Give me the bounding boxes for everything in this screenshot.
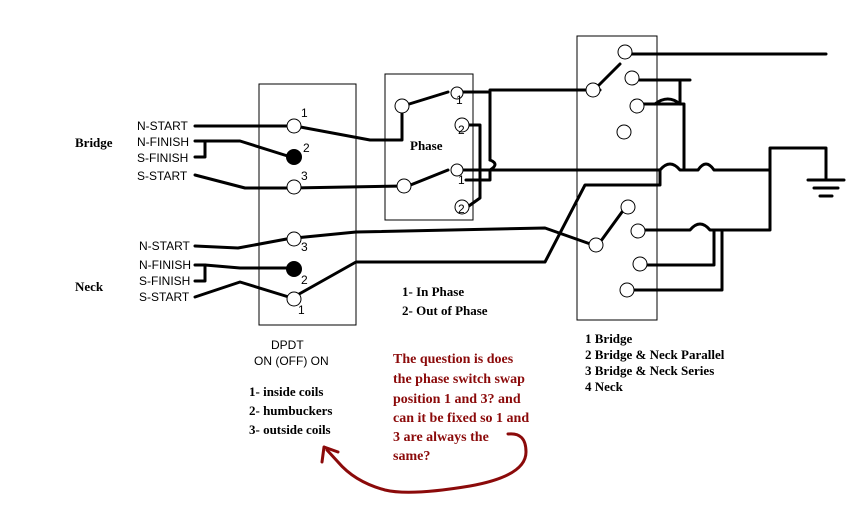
bridge-pickup-label: Bridge xyxy=(75,135,113,150)
selector-position-3: 3 Bridge & Neck Series xyxy=(585,363,714,378)
selector-terminal-top-1 xyxy=(617,44,633,60)
selector-position-2: 2 Bridge & Neck Parallel xyxy=(585,347,725,362)
question-note: The question is does the phase switch sw… xyxy=(393,352,529,464)
phase-number-2-bottom: 2 xyxy=(458,202,465,216)
annotation-arrow xyxy=(325,432,528,494)
dpdt-terminal-2-bottom xyxy=(286,261,302,277)
selector-terminal-bottom-3 xyxy=(632,256,648,272)
question-line-2: the phase switch swap xyxy=(393,372,525,387)
phase-position-2: 2- Out of Phase xyxy=(402,303,488,318)
neck-wire-label-3: S-FINISH xyxy=(139,274,190,288)
question-line-4: can it be fixed so 1 and xyxy=(393,411,529,426)
selector-terminal-bottom-1 xyxy=(620,199,636,215)
dpdt-number-3-top: 3 xyxy=(301,169,308,183)
bridge-wire-label-2: N-FINISH xyxy=(137,135,189,149)
dpdt-subtitle: ON (OFF) ON xyxy=(254,354,329,368)
selector-switch-body xyxy=(576,35,658,321)
question-line-1: The question is does xyxy=(393,352,514,367)
phase-terminal-1-top xyxy=(450,86,464,100)
dpdt-number-1-bottom: 1 xyxy=(298,303,305,317)
phase-switch-label: Phase xyxy=(410,138,443,153)
phase-terminal-2-top xyxy=(454,117,470,133)
phase-position-1: 1- In Phase xyxy=(402,284,464,299)
selector-terminal-bottom-4 xyxy=(619,282,635,298)
phase-common-bottom xyxy=(396,178,412,194)
selector-position-4: 4 Neck xyxy=(585,379,624,394)
dpdt-terminal-2-top xyxy=(286,149,302,165)
dpdt-terminal-3-top xyxy=(286,179,302,195)
neck-pickup-label: Neck xyxy=(75,279,104,294)
dpdt-title: DPDT xyxy=(271,338,304,352)
dpdt-switch-body xyxy=(258,83,357,326)
dpdt-number-2-bottom: 2 xyxy=(301,273,308,287)
question-line-5: 3 are always the xyxy=(393,430,489,445)
neck-wire-label-4: S-START xyxy=(139,290,190,304)
bridge-wire-label-4: S-START xyxy=(137,169,188,183)
phase-common-top xyxy=(394,98,410,114)
bridge-wire-label-3: S-FINISH xyxy=(137,151,188,165)
phase-number-1-bottom: 1 xyxy=(458,173,465,187)
phase-terminal-1-bottom xyxy=(450,163,464,177)
neck-wire-label-1: N-START xyxy=(139,239,191,253)
phase-terminal-2-bottom xyxy=(454,199,470,215)
dpdt-position-1: 1- inside coils xyxy=(249,384,323,399)
wires xyxy=(193,52,846,300)
annotation-arrowhead-icon xyxy=(320,445,340,464)
selector-common-top xyxy=(585,82,601,98)
selector-terminal-bottom-2 xyxy=(630,223,646,239)
dpdt-number-1-top: 1 xyxy=(301,106,308,120)
bridge-wire-label-1: N-START xyxy=(137,119,189,133)
selector-terminal-top-3 xyxy=(629,98,645,114)
dpdt-position-2: 2- humbuckers xyxy=(249,403,332,418)
dpdt-number-2-top: 2 xyxy=(303,141,310,155)
neck-wire-label-2: N-FINISH xyxy=(139,258,191,272)
phase-switch-body xyxy=(384,73,474,221)
phase-number-1-top: 1 xyxy=(456,93,463,107)
phase-number-2-top: 2 xyxy=(458,123,465,137)
question-line-3: position 1 and 3? and xyxy=(393,392,521,407)
dpdt-position-3: 3- outside coils xyxy=(249,422,331,437)
dpdt-number-3-bottom: 3 xyxy=(301,240,308,254)
dpdt-terminal-3-bottom xyxy=(286,231,302,247)
question-line-6: same? xyxy=(393,449,430,464)
dpdt-terminal-1-top xyxy=(286,118,302,134)
selector-terminal-top-4 xyxy=(616,124,632,140)
selector-position-1: 1 Bridge xyxy=(585,331,633,346)
selector-terminal-top-2 xyxy=(624,70,640,86)
dpdt-terminal-1-bottom xyxy=(286,291,302,307)
selector-common-bottom xyxy=(588,237,604,253)
